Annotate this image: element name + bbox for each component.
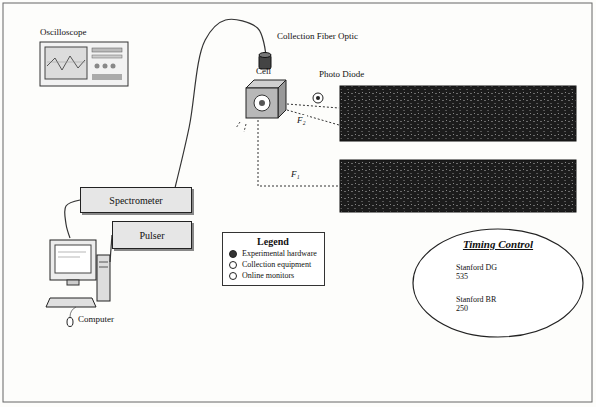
device-entry: Stanford BR 250 xyxy=(456,290,566,320)
legend-swatch xyxy=(229,250,237,258)
node-text: Stanford BR 250 xyxy=(456,296,508,314)
laser-box xyxy=(340,160,576,212)
instrument-box: Pulser xyxy=(112,221,192,249)
node-text: Photo Diode xyxy=(319,69,364,79)
device-entry: Stanford DG 535 xyxy=(456,260,566,286)
node-text: Timing Control xyxy=(412,238,584,250)
node-text: Stanford DG 535 xyxy=(456,264,508,282)
oscilloscope-icon xyxy=(40,42,128,86)
legend-row: Experimental hardware xyxy=(229,250,317,259)
laser-box xyxy=(340,86,576,141)
node-text: Collection Fiber Optic xyxy=(277,31,358,41)
node-text: Pulser xyxy=(140,230,165,241)
sample-cell xyxy=(236,80,286,132)
node-text: Oscilloscope xyxy=(40,27,87,37)
instrument-box: Spectrometer xyxy=(80,187,192,213)
group-ellipse: Timing ControlStanford DG 535Stanford BR… xyxy=(412,228,584,338)
photodiode-icon xyxy=(313,93,323,103)
legend-text: Online monitors xyxy=(242,272,294,281)
legend-swatch xyxy=(229,272,237,280)
laser-beam xyxy=(258,104,339,186)
legend-row: Collection equipment xyxy=(229,261,317,270)
cable xyxy=(65,200,80,238)
cell-label: Cell xyxy=(244,80,286,118)
computer-icon xyxy=(46,240,110,327)
figure-frame xyxy=(3,3,592,402)
instrument-label: Oscilloscope xyxy=(40,42,128,86)
node-text: Computer xyxy=(78,314,114,324)
legend-text: Experimental hardware xyxy=(242,250,317,259)
computer-label: Computer xyxy=(48,238,110,308)
node-text: Spectrometer xyxy=(109,195,162,206)
beam-label: F₂ xyxy=(296,115,307,125)
legend-swatch xyxy=(229,261,237,269)
beam-label: F₁ xyxy=(290,169,301,179)
legend-box: LegendExperimental hardwareCollection eq… xyxy=(222,232,325,286)
legend-text: Collection equipment xyxy=(242,261,311,270)
node-text: Cell xyxy=(256,66,271,76)
legend-row: Online monitors xyxy=(229,272,317,281)
cable xyxy=(175,19,265,187)
node-text: Legend xyxy=(229,236,317,247)
detector-label: Photo Diode xyxy=(313,93,324,104)
